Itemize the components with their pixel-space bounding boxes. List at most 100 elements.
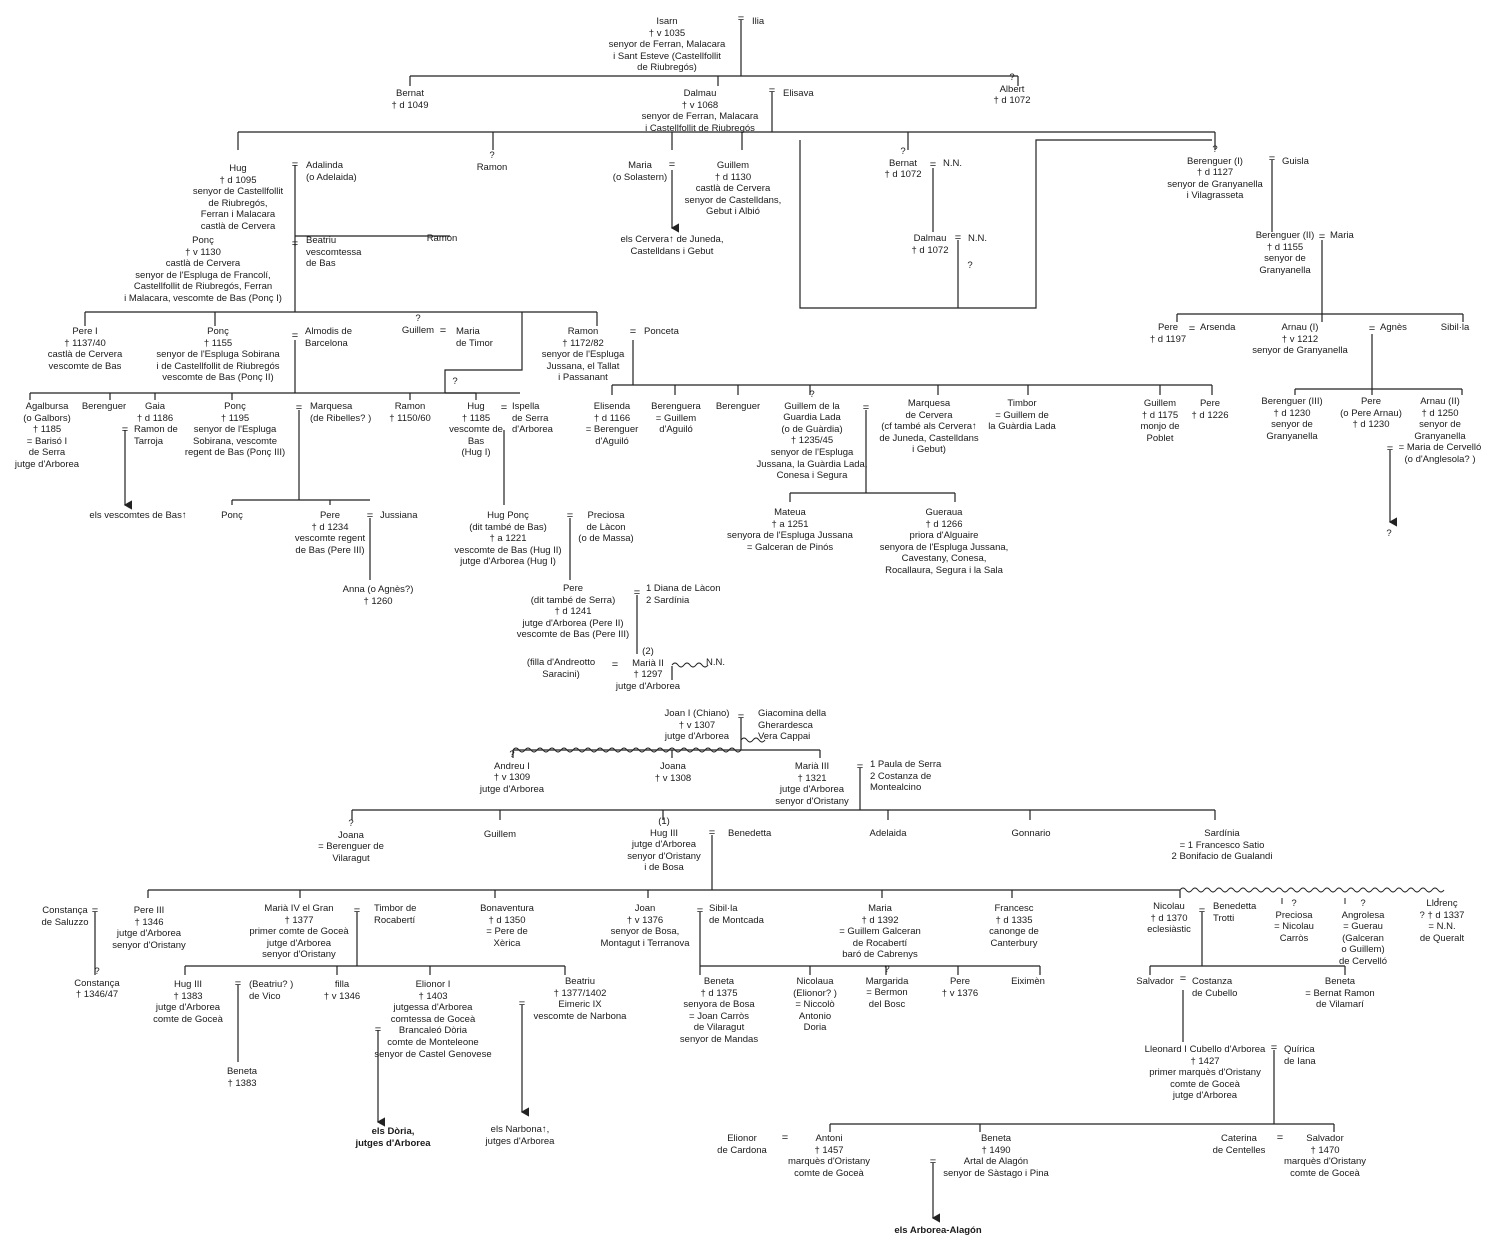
person-elionor-1: Elionor I † 1403 jutgessa d'Arborea comt… — [374, 979, 492, 1060]
branch-vescomtes-bas: els vescomtes de Bas↑ — [89, 510, 187, 521]
marriage-symbol: = — [91, 905, 99, 917]
person-berenguera: Berenguera = Guillem d'Aguiló — [651, 401, 701, 436]
person-preciosa-lacon: Preciosa de Làcon (o de Massa) — [578, 510, 634, 545]
person-maria-3: Marià III † 1321 jutge d'Arborea senyor … — [775, 761, 849, 807]
person-eiximen: Eiximèn — [1011, 976, 1045, 987]
person-andreu-1: ? Andreu I † v 1309 jutge d'Arborea — [479, 749, 545, 795]
person-beatriu-1377: Beatriu † 1377/1402 Eimeric IX vescomte … — [533, 976, 627, 1022]
marriage-symbol: = — [611, 659, 619, 671]
person-salvador-1470: Salvador † 1470 marquès d'Oristany comte… — [1283, 1133, 1367, 1179]
person-anna: Anna (o Agnès?) † 1260 — [342, 584, 414, 607]
person-maria-timor: Maria de Timor — [456, 326, 493, 349]
person-bernat: Bernat † d 1049 — [391, 88, 429, 111]
person-sardinia: Sardínia = 1 Francesco Satio 2 Bonifacio… — [1171, 828, 1273, 863]
person-hug-3-1383: Hug III † 1383 jutge d'Arborea comte de … — [153, 979, 223, 1025]
person-elisava: Elisava — [783, 88, 814, 99]
person-constanca-saluzzo: Constança de Saluzzo — [41, 905, 89, 928]
person-almodis: Almodis de Barcelona — [305, 326, 352, 349]
person-dalmau: Dalmau † v 1068 senyor de Ferran, Malaca… — [641, 88, 759, 134]
marriage-symbol: = — [668, 159, 676, 171]
marriage-symbol: = — [234, 978, 242, 990]
person-pere-1376: Pere † v 1376 — [941, 976, 979, 999]
marriage-symbol: = — [1268, 153, 1276, 165]
person-ramon: ? Ramon — [476, 150, 508, 173]
person-gueraua: Gueraua † d 1266 priora d'Alguaire senyo… — [879, 507, 1009, 576]
marriage-symbol: = — [1198, 905, 1206, 917]
person-gonnario: Gonnario — [1011, 828, 1051, 839]
marriage-symbol: = — [856, 761, 864, 773]
person-pere-1: Pere I † 1137/40 castlà de Cervera vesco… — [47, 326, 123, 372]
person-giacomina: Giacomina della Gherardesca Vera Cappai — [758, 708, 827, 743]
person-ilia: Ilia — [752, 16, 765, 27]
person-dalmau-1072: Dalmau † d 1072 — [911, 233, 949, 256]
person-guisla: Guisla — [1282, 156, 1309, 167]
marriage-symbol: = — [737, 711, 745, 723]
marriage-symbol: = — [291, 238, 299, 250]
branch-cervera: els Cervera↑ de Juneda, Castelldans i Ge… — [620, 234, 724, 257]
person-arnau-1: Arnau (I) † v 1212 senyor de Granyanella — [1252, 322, 1348, 357]
marriage-symbol: = — [1386, 443, 1394, 455]
person-ponc-1: Ponç † v 1130 castlà de Cervera senyor d… — [124, 235, 282, 304]
person-bernat-1072: ? Bernat † d 1072 — [884, 146, 922, 181]
person-jussiana: Jussiana — [380, 510, 418, 521]
marriage-symbol: = — [737, 13, 745, 25]
marriage-symbol: = — [500, 402, 508, 414]
person-marquesa-ribelles: Marquesa (de Ribelles? ) — [310, 401, 372, 424]
person-marquesa-cervera: Marquesa de Cervera (cf també als Cerver… — [879, 398, 979, 456]
person-maria-solastern: Maria (o Solastern) — [612, 160, 668, 183]
person-margarida: ? Margarida = Bermon del Bosc — [865, 964, 909, 1010]
person-arsenda: Arsenda — [1200, 322, 1236, 333]
marriage-symbol: = — [633, 587, 641, 599]
marriage-symbol: = — [1276, 1132, 1284, 1144]
person-hug-1185: Hug † 1185 vescomte de Bas (Hug I) — [449, 401, 503, 459]
branch-arborea-alagon: els Arborea-Alagón — [894, 1225, 982, 1236]
person-ponceta: Ponceta — [644, 326, 679, 337]
person-salvador: Salvador — [1136, 976, 1174, 987]
branch-narbona: els Narbona↑, jutges d'Arborea — [485, 1124, 555, 1147]
person-maria: Maria — [1330, 230, 1354, 241]
person-timbor: Timbor = Guillem de la Guàrdia Lada — [988, 398, 1056, 433]
marriage-symbol: = — [1270, 1042, 1278, 1054]
person-nicolaua: Nicolaua (Elionor? ) = Niccolò Antonio D… — [793, 976, 837, 1034]
person-ispella: Ispella de Serra d'Arborea — [512, 401, 553, 436]
person-guillem: ? Guillem — [401, 313, 435, 336]
person-maria-2: (2) Marià II † 1297 jutge d'Arborea — [615, 646, 681, 692]
person-pere-1241: Pere (dit també de Serra) † d 1241 jutge… — [516, 583, 630, 641]
person-pere-arnau: Pere (o Pere Arnau) † d 1230 — [1340, 396, 1402, 431]
person-beneta-1490: Beneta † 1490 Artal de Alagón senyor de … — [943, 1133, 1049, 1179]
marriage-symbol: = — [291, 330, 299, 342]
person-guillem-1130: Guillem † d 1130 castlà de Cervera senyo… — [684, 160, 782, 218]
marriage-symbol: = — [781, 1132, 789, 1144]
person-maria-4: Marià IV el Gran † 1377 primer comte de … — [249, 903, 349, 961]
person-agalbursa: Agalbursa (o Galbors) † 1185 = Barisó I … — [14, 401, 80, 470]
marriage-symbol: = — [1188, 323, 1196, 335]
person-berenguer: Berenguer — [81, 401, 127, 412]
person-elisenda: Elisenda † d 1166 = Berenguer d'Aguiló — [585, 401, 639, 447]
person-timbor-rocaberti: Timbor de Rocabertí — [374, 903, 417, 926]
person-beatriu-vico: (Beatriu? ) de Vico — [249, 979, 294, 1002]
marriage-symbol: = — [366, 510, 374, 522]
person-constanca-1346: ? Constança † 1346/47 — [74, 966, 120, 1001]
person-berenguer: Berenguer — [715, 401, 761, 412]
marriage-symbol: = — [374, 1024, 382, 1036]
person-ponc: Ponç — [221, 510, 243, 521]
unknown-marker: ? — [1386, 528, 1392, 539]
marriage-symbol: = — [862, 402, 870, 414]
person-lleonard-1: Lleonard I Cubello d'Arborea † 1427 prim… — [1144, 1044, 1266, 1102]
person-guillem: Guillem — [483, 829, 517, 840]
person-ramon: Ramon — [426, 233, 458, 244]
person-isarn: Isarn † v 1035 senyor de Ferran, Malacar… — [608, 16, 726, 74]
branch-doria: els Dòria, jutges d'Arborea — [355, 1126, 431, 1149]
person-francesc: Francesc † d 1335 canonge de Canterbury — [989, 903, 1039, 949]
person-gaia: Gaia † d 1186 — [136, 401, 174, 424]
person-beatriu-bas: Beatriu vescomtessa de Bas — [306, 235, 362, 270]
marriage-symbol: = — [954, 232, 962, 244]
person-nn: N.N. — [706, 657, 725, 668]
person-beneta-vilamari: Beneta = Bernat Ramon de Vilamarí — [1305, 976, 1375, 1011]
person-benedetta: Benedetta — [728, 828, 772, 839]
person-berenguer-1: ? Berenguer (I) † d 1127 senyor de Grany… — [1167, 144, 1263, 202]
marriage-symbol: = — [1318, 231, 1326, 243]
person-ponc-1155: Ponç † 1155 senyor de l'Espluga Sobirana… — [156, 326, 280, 384]
